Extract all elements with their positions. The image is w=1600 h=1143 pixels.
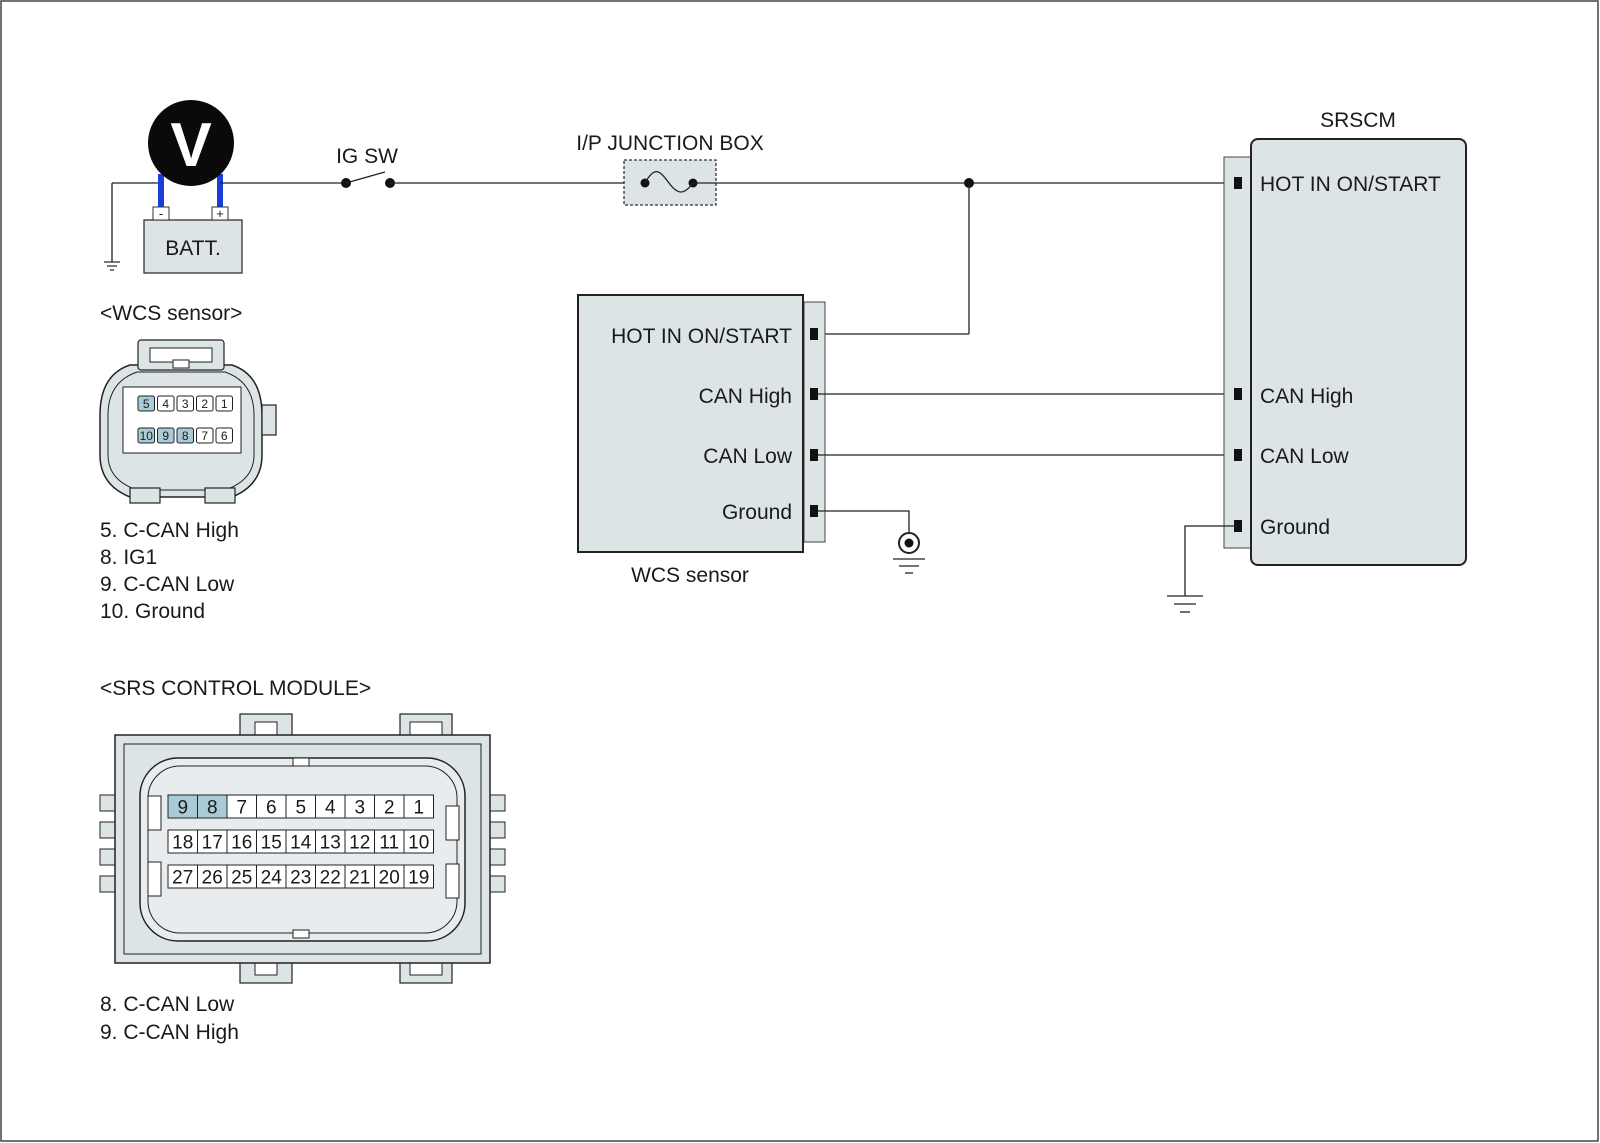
wcs-pin-can-low: CAN Low	[703, 445, 793, 468]
junction-box-label: I/P JUNCTION BOX	[576, 132, 763, 155]
wcs-pin-cell	[215, 427, 233, 444]
srs-pin-number: 17	[202, 832, 223, 853]
srs-pin-number: 1	[413, 797, 424, 818]
srs-pin-number: 26	[202, 867, 223, 888]
srs-pin-number: 13	[320, 832, 341, 853]
srscm-ground	[1167, 525, 1238, 613]
srs-pin-number: 27	[172, 867, 193, 888]
srscm-title: SRSCM	[1320, 109, 1396, 132]
ig-switch-label: IG SW	[336, 145, 398, 168]
srs-pin-number: 25	[231, 867, 252, 888]
srs-pin-number: 23	[290, 867, 311, 888]
wcs-pin-can-high: CAN High	[699, 385, 792, 408]
srs-pin-number: 22	[320, 867, 341, 888]
srs-pin-number: 5	[295, 797, 306, 818]
srs-pin-number: 7	[236, 797, 247, 818]
srs-pin-cell	[403, 829, 434, 854]
srscm-module: SRSCM HOT IN ON/START CAN High CAN Low G…	[1223, 109, 1467, 566]
wcs-pin-number: 1	[221, 397, 228, 411]
wcs-pin-number: 10	[140, 429, 154, 443]
srs-pin-number: 15	[261, 832, 282, 853]
srscm-box	[1250, 138, 1467, 566]
ground-symbol-battery	[104, 261, 120, 271]
wcs-pin-cell	[157, 427, 175, 444]
wcs-pin-cell	[157, 395, 175, 412]
srs-pin-cell	[403, 864, 434, 889]
srs-pin-number: 14	[290, 832, 312, 853]
srs-legend-2: 9. C-CAN High	[100, 1021, 239, 1044]
srs-pin-number: 11	[379, 832, 399, 853]
srs-pin-number: 6	[266, 797, 277, 818]
srs-pin-number: 18	[172, 832, 193, 853]
wcs-legend-2: 8. IG1	[100, 546, 157, 569]
srs-pin-number: 19	[408, 867, 429, 888]
srs-pin-number: 16	[231, 832, 252, 853]
wcs-pin-cell	[215, 395, 233, 412]
wcs-module: HOT IN ON/START CAN High CAN Low Ground …	[577, 294, 826, 587]
wcs-pin-number: 3	[182, 397, 189, 411]
wcs-pin-number: 5	[143, 397, 150, 411]
voltmeter-icon	[148, 100, 234, 186]
wcs-pin-number: 8	[182, 429, 189, 443]
wcs-pin-number: 2	[201, 397, 208, 411]
wcs-ground	[818, 510, 925, 574]
wcs-connector-title: <WCS sensor>	[100, 302, 242, 325]
srs-pin-number: 4	[325, 797, 336, 818]
srscm-connector-strip	[1223, 156, 1253, 549]
battery-pos-sign: +	[216, 206, 224, 221]
srs-pin-number: 3	[354, 797, 365, 818]
wcs-pin-cell	[137, 395, 155, 412]
voltmeter-symbol: V	[170, 111, 211, 180]
battery-label: BATT.	[165, 237, 221, 260]
srs-pin-number: 9	[177, 797, 188, 818]
srs-pin-number: 20	[379, 867, 400, 888]
wcs-pin-cell	[137, 427, 155, 444]
srs-legend-1: 8. C-CAN Low	[100, 993, 235, 1016]
srscm-pin-hot: HOT IN ON/START	[1260, 173, 1441, 196]
srs-pin-number: 12	[349, 832, 370, 853]
srs-pin-number: 21	[349, 867, 370, 888]
srscm-pin-can-high: CAN High	[1260, 385, 1353, 408]
wcs-module-box	[577, 294, 804, 553]
wcs-pin-number: 7	[201, 429, 208, 443]
wcs-pin-cell	[176, 395, 194, 412]
battery-terminal-negative	[152, 206, 170, 221]
battery-group: V - + BATT.	[104, 100, 243, 274]
wcs-legend-1: 5. C-CAN High	[100, 519, 239, 542]
srscm-pin-can-low: CAN Low	[1260, 445, 1350, 468]
srs-pin-number: 24	[261, 867, 283, 888]
wcs-pin-hot: HOT IN ON/START	[611, 325, 792, 348]
wcs-caption: WCS sensor	[631, 564, 749, 587]
srs-connector-title: <SRS CONTROL MODULE>	[100, 677, 371, 700]
junction-box: I/P JUNCTION BOX	[576, 132, 764, 206]
wcs-pin-number: 4	[162, 397, 169, 411]
wcs-legend-3: 9. C-CAN Low	[100, 573, 235, 596]
wcs-pin-cell	[196, 427, 214, 444]
battery-terminal-positive	[211, 206, 229, 221]
wcs-pin-cell	[196, 395, 214, 412]
srs-pin-number: 8	[207, 797, 218, 818]
wcs-pin-number: 9	[162, 429, 169, 443]
ig-switch: IG SW	[336, 145, 398, 188]
srs-pin-cell	[403, 794, 434, 819]
wcs-pin-ground: Ground	[722, 501, 792, 524]
srs-pin-number: 2	[384, 797, 395, 818]
wcs-pin-cell	[176, 427, 194, 444]
battery-box	[143, 219, 243, 274]
srs-pin-number: 10	[408, 832, 429, 853]
srscm-pin-ground: Ground	[1260, 516, 1330, 539]
wcs-legend-4: 10. Ground	[100, 600, 205, 623]
fuse-icon	[644, 171, 694, 193]
battery-neg-sign: -	[159, 206, 163, 221]
wcs-pin-number: 6	[221, 429, 228, 443]
